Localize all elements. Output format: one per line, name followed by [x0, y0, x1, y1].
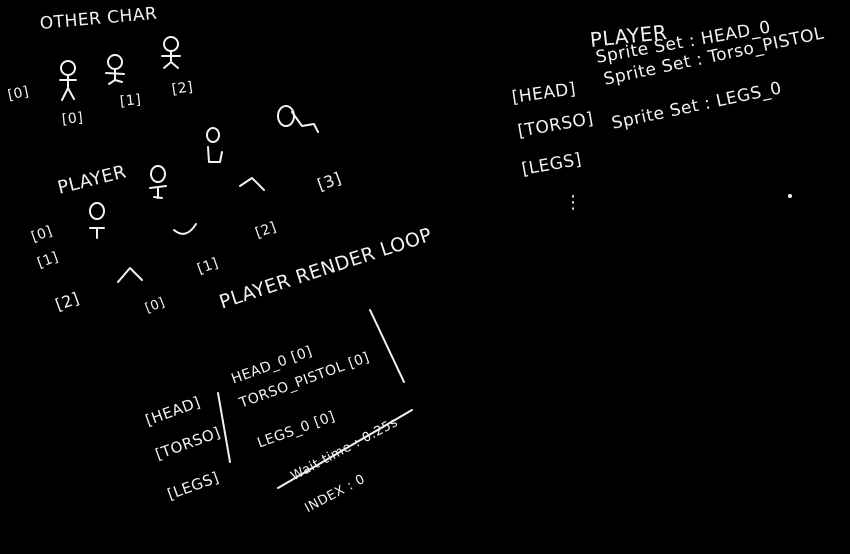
other-char-label-2: [2]: [170, 79, 195, 98]
player-leg-sprites: [117, 177, 265, 283]
player-torso-sprites: [173, 223, 197, 235]
other-char-label-1: [1]: [119, 91, 143, 110]
other-char-label-0: [0]: [61, 109, 85, 128]
render-loop-dividers: [217, 309, 413, 489]
player-head-sprites: [89, 105, 319, 239]
player-sets-ellipsis: ⋮: [564, 192, 583, 213]
stray-dot: [788, 194, 792, 198]
other-char-figure-2: [161, 36, 181, 69]
other-char-figure-0: [59, 60, 77, 101]
other-char-figure-1: [105, 54, 125, 85]
